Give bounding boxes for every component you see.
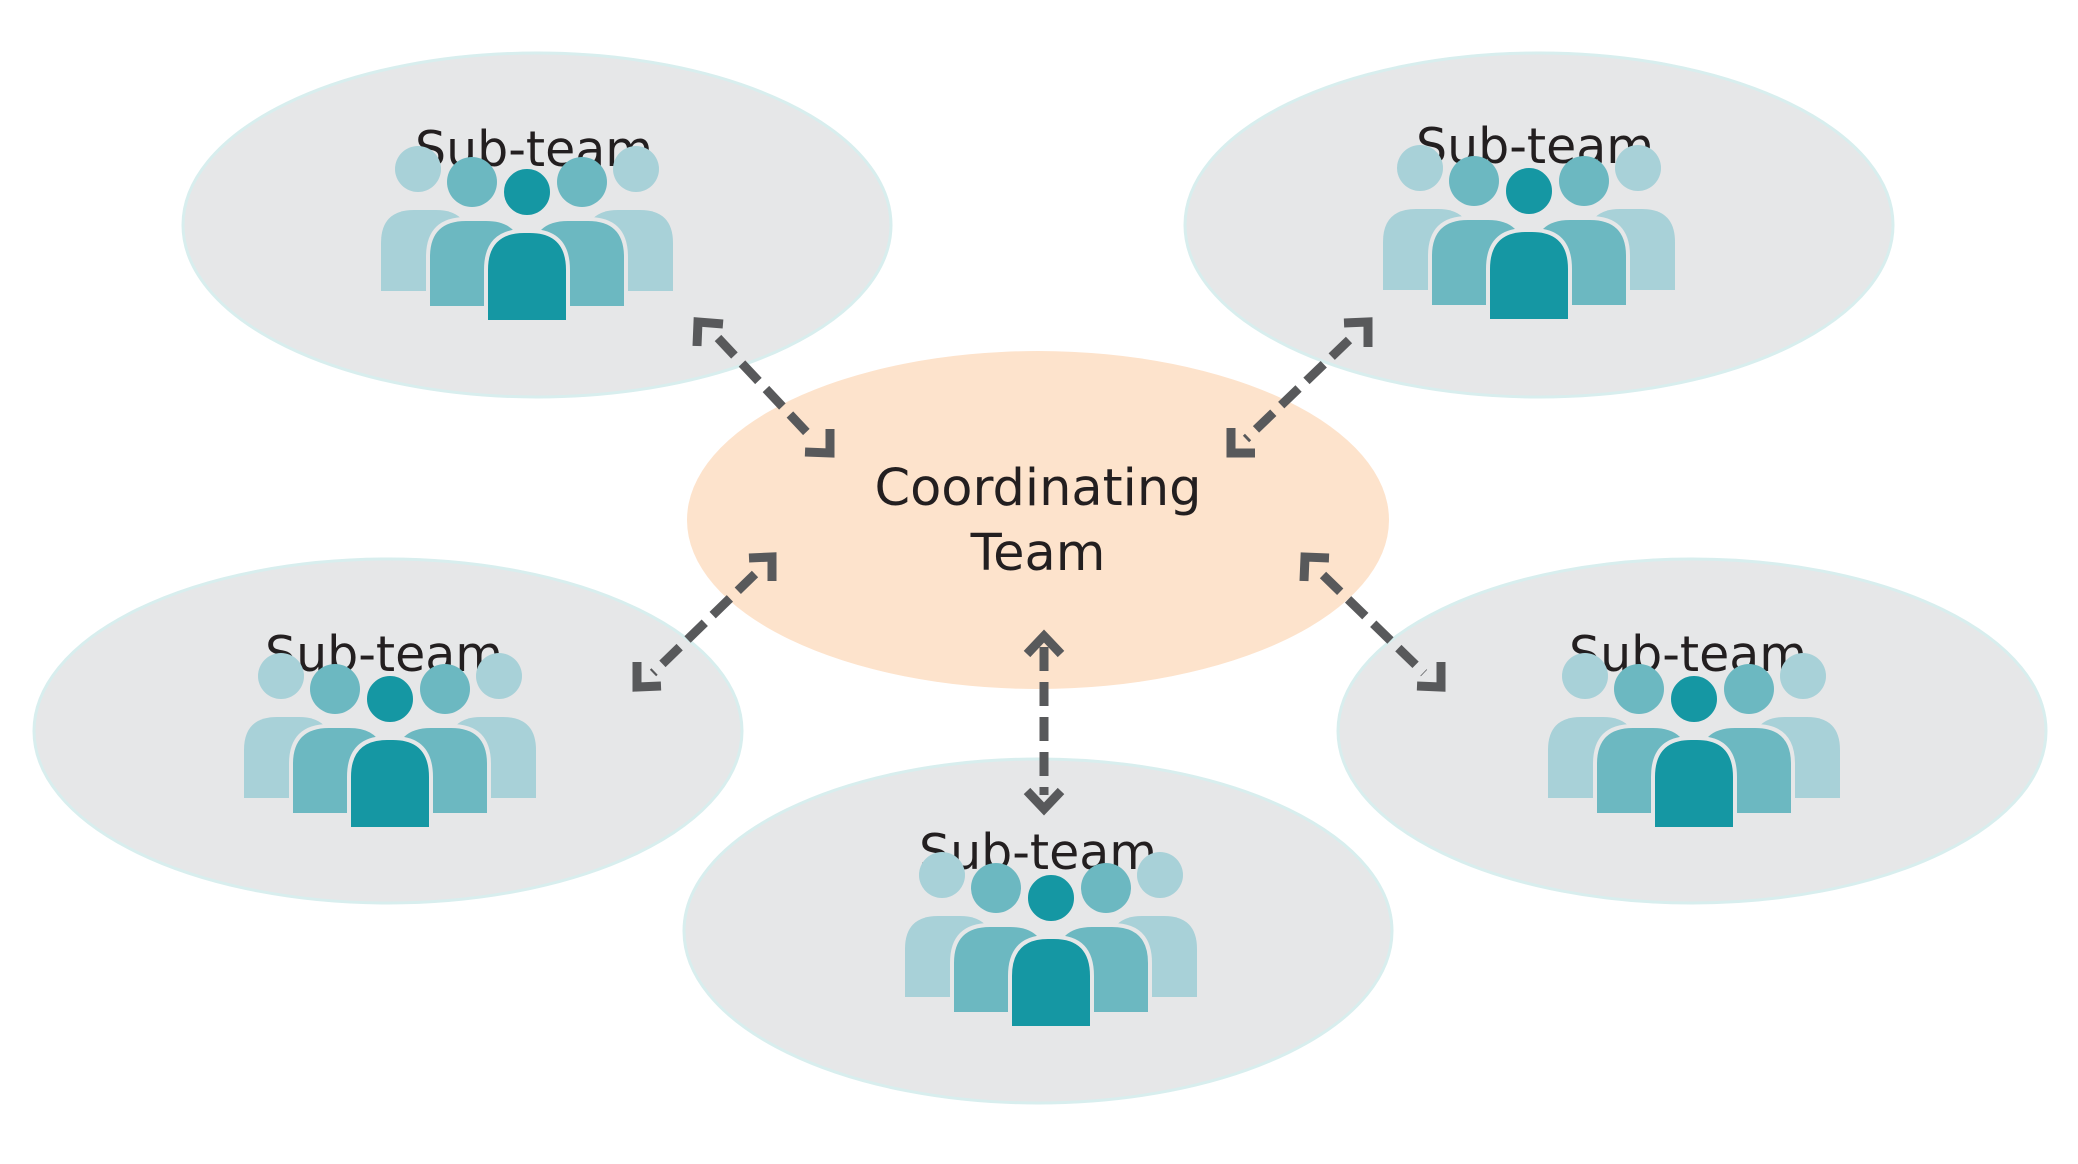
connector-middle-left [632,552,777,692]
connector-top-right [1226,317,1373,458]
subteam-top-left: Sub-team [181,51,893,399]
coordinating-team: Coordinating Team [687,351,1389,689]
connector-top-left [692,317,835,458]
subteam-bubble [1336,557,2048,905]
coordinating-team-bubble [687,351,1389,689]
subteam-bubble [181,51,893,399]
subteam-middle-right: Sub-team [1336,557,2048,905]
subteam-top-right: Sub-team [1183,51,1895,399]
connectors [632,317,1446,816]
subteam-middle-left: Sub-team [32,557,744,905]
connector-middle-right [1299,552,1446,692]
coordinating-team-label-line2: Team [970,524,1106,583]
coordinating-team-label-line1: Coordinating [874,459,1201,518]
subteam-bottom: Sub-team [682,757,1394,1105]
subteam-bubble [1183,51,1895,399]
connector-bottom [1023,629,1065,816]
subteam-bubble [682,757,1394,1105]
subteam-bubble [32,557,744,905]
